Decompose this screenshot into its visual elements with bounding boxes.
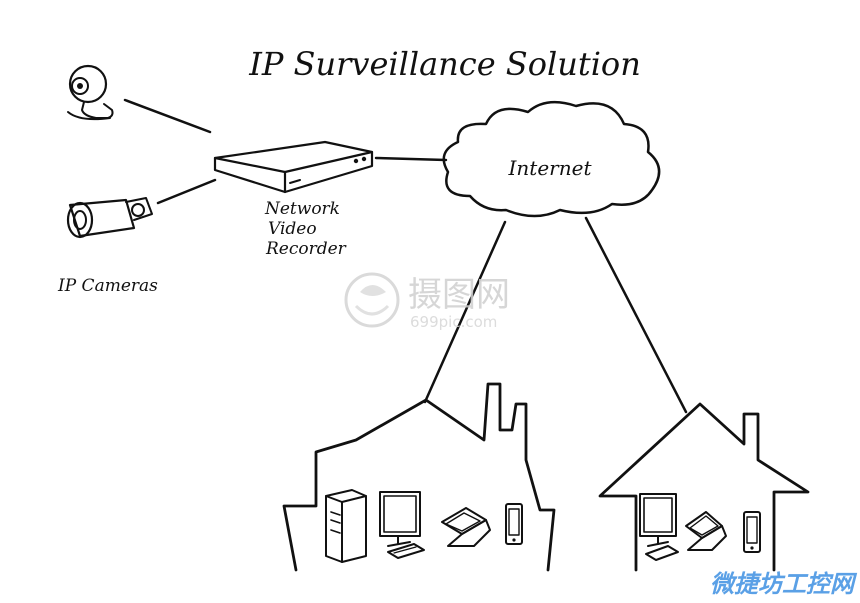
bullet-camera-link-line [156, 178, 217, 205]
monitor-icon [379, 491, 421, 547]
cameras-label: IP Cameras [57, 276, 158, 296]
bullet-camera-icon [66, 197, 153, 239]
smartphone-icon [505, 503, 523, 545]
watermark-brand: 摄图网 [408, 275, 510, 315]
house-laptop-icon [685, 511, 727, 551]
watermark-logo-icon [344, 272, 400, 328]
watermark-url: 699pic.com [410, 313, 497, 331]
internet-cloud-icon [442, 100, 661, 218]
house-smartphone-icon [743, 511, 761, 553]
cloud-factory-link-line [423, 220, 507, 404]
webcam-link-line [123, 98, 212, 134]
recorder-label-line3: Recorder [265, 239, 347, 259]
recorder-label-line1: Network [264, 199, 340, 219]
desktop-tower-icon [325, 489, 367, 563]
corner-watermark: 微捷坊工控网 [710, 570, 858, 598]
house-building-icon [598, 402, 810, 572]
factory-building-icon [282, 382, 556, 572]
watermark: 摄图网 699pic.com [344, 272, 510, 331]
cloud-house-link-line [584, 216, 688, 414]
keyboard-icon [387, 543, 425, 559]
diagram-title: IP Surveillance Solution [248, 45, 641, 83]
nvr-device-icon [213, 140, 374, 194]
house-monitor-icon [639, 493, 679, 561]
webcam-icon [67, 64, 114, 121]
nvr-cloud-link-line [374, 156, 448, 162]
laptop-icon [441, 507, 491, 547]
cloud-label: Internet [508, 156, 593, 180]
recorder-label-line2: Video [268, 219, 317, 239]
